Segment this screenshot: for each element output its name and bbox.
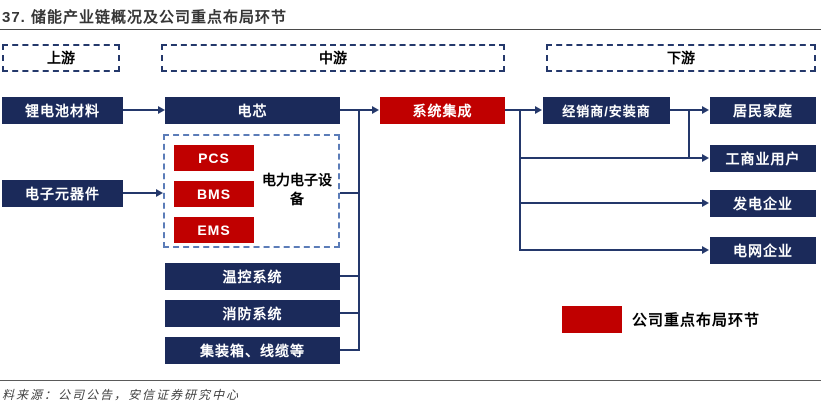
arrowhead-into-residential: [702, 106, 709, 114]
node-lithium-battery-materials: 锂电池材料: [2, 97, 123, 124]
node-system-integration: 系统集成: [380, 97, 505, 124]
node-fire-protection-system: 消防系统: [165, 300, 340, 327]
node-electronic-components: 电子元器件: [2, 180, 123, 207]
node-power-generation-companies: 发电企业: [710, 190, 816, 217]
node-pcs: PCS: [174, 145, 254, 171]
trunk-midstream: [358, 109, 360, 351]
legend-highlight-swatch: [562, 306, 622, 333]
node-grid-companies: 电网企业: [710, 237, 816, 264]
node-residential-households: 居民家庭: [710, 97, 816, 124]
trunk-downstream: [519, 109, 521, 251]
connector-distributor-drop: [688, 109, 690, 159]
connector-container-to-trunk: [340, 349, 360, 351]
arrowhead-into-integration: [372, 106, 379, 114]
power-electronics-label: 电力电子设备: [262, 172, 332, 207]
node-distributor-installer: 经销商/安装商: [543, 97, 670, 124]
connector-trunk-to-generation: [519, 202, 703, 204]
connector-lithium-to-cell: [123, 109, 159, 111]
connector-cell-to-integration: [340, 109, 373, 111]
arrowhead-into-pe: [156, 189, 163, 197]
node-bms: BMS: [174, 181, 254, 207]
stage-upstream: 上游: [2, 44, 120, 72]
node-battery-cell: 电芯: [165, 97, 340, 124]
connector-fire-to-trunk: [340, 312, 360, 314]
source-divider: [0, 380, 821, 381]
figure-title: 37. 储能产业链概况及公司重点布局环节: [2, 9, 288, 26]
stage-midstream: 中游: [161, 44, 505, 72]
node-commercial-industrial-users: 工商业用户: [710, 145, 816, 172]
title-divider: [0, 29, 821, 30]
connector-distributor-to-residential: [670, 109, 703, 111]
connector-trunk-to-grid: [519, 249, 703, 251]
legend-label: 公司重点布局环节: [632, 312, 761, 329]
arrowhead-into-generation: [702, 199, 709, 207]
stage-downstream: 下游: [546, 44, 816, 72]
node-thermal-control-system: 温控系统: [165, 263, 340, 290]
arrowhead-into-grid: [702, 246, 709, 254]
connector-pe-to-trunk: [340, 192, 360, 194]
connector-components-to-pe: [123, 192, 157, 194]
connector-thermal-to-trunk: [340, 275, 360, 277]
source-note: 料来源：公司公告，安信证券研究中心: [2, 388, 241, 402]
arrowhead-into-distributor: [535, 106, 542, 114]
arrowhead-into-commercial: [702, 154, 709, 162]
node-ems: EMS: [174, 217, 254, 243]
arrowhead-into-cell: [158, 106, 165, 114]
connector-trunk-to-commercial: [519, 157, 703, 159]
node-container-cables: 集装箱、线缆等: [165, 337, 340, 364]
